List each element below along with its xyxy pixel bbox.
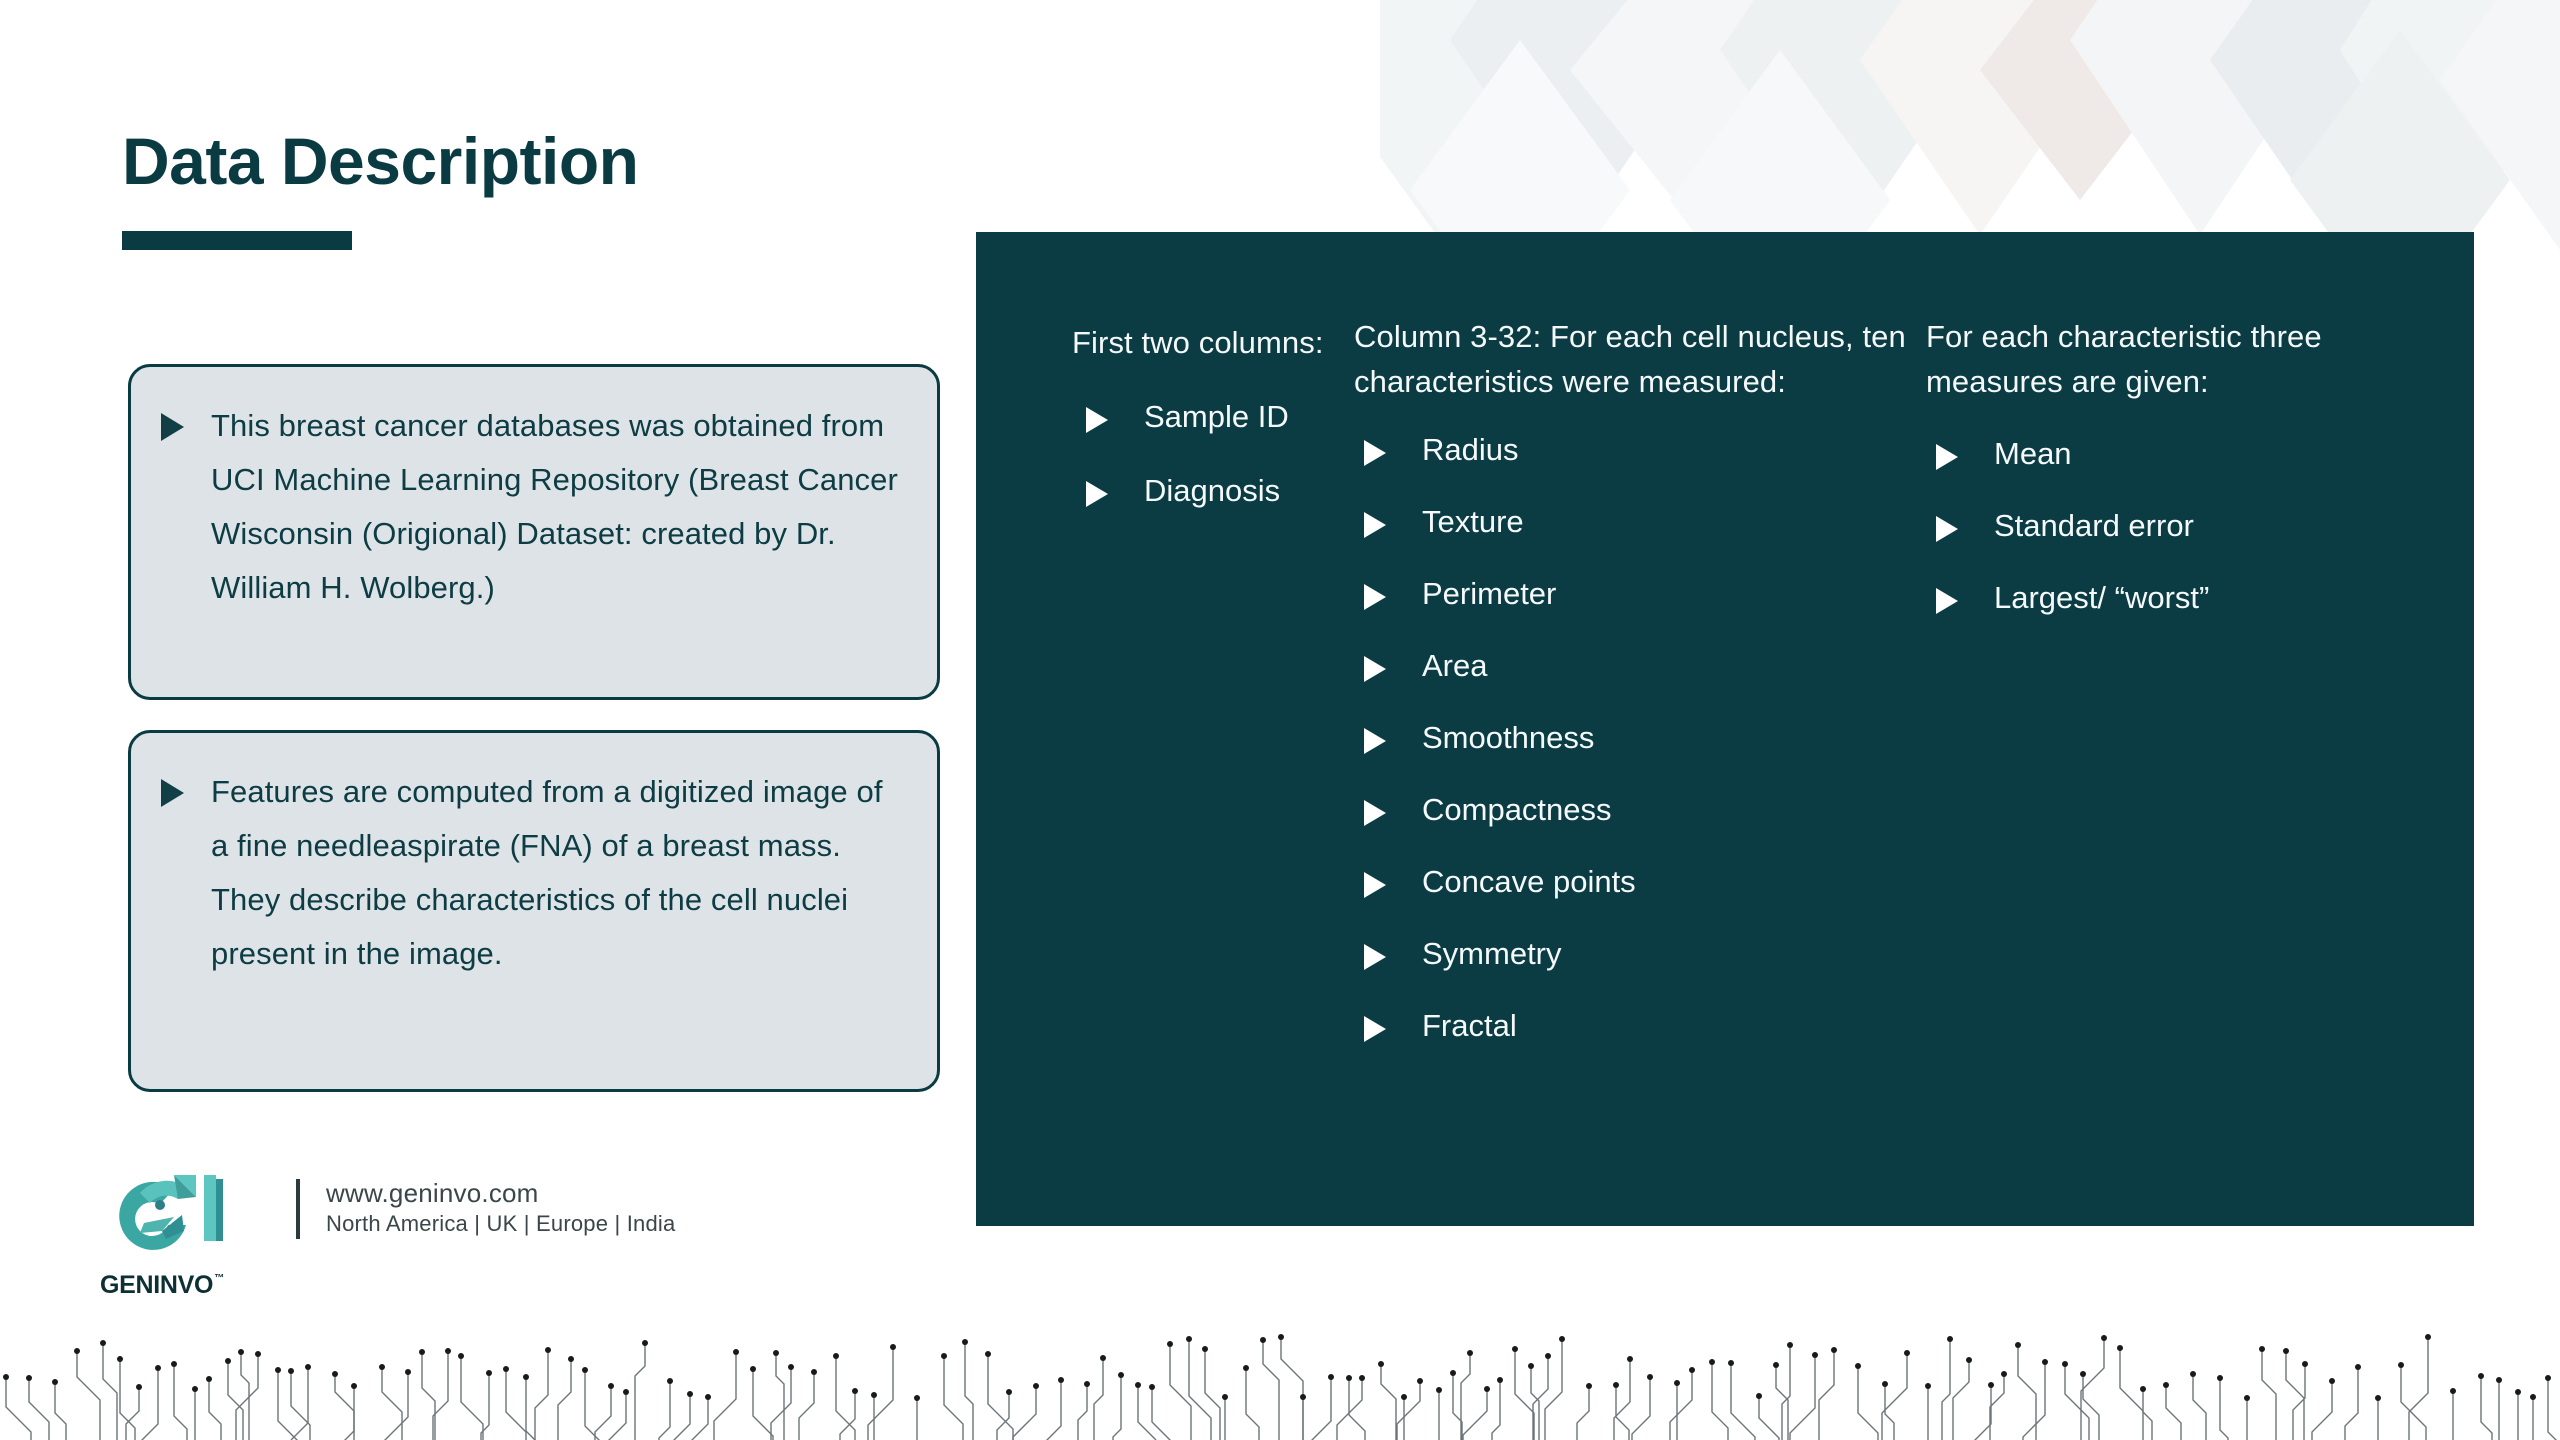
brand-wordmark-text: GENINVO xyxy=(100,1271,214,1299)
list-item: Largest/ “worst” xyxy=(1926,578,2396,650)
card-2-text: Features are computed from a digitized i… xyxy=(211,774,883,971)
list-item: Standard error xyxy=(1926,506,2396,578)
triangle-right-icon xyxy=(1086,481,1108,507)
trademark-symbol: ™ xyxy=(214,1273,224,1284)
list-item-label: Radius xyxy=(1422,432,1519,467)
list-item: Compactness xyxy=(1354,790,1926,862)
list-item: Mean xyxy=(1926,434,2396,506)
list-item-label: Smoothness xyxy=(1422,720,1595,755)
list-item: Fractal xyxy=(1354,1006,1926,1078)
info-card-1: This breast cancer databases was obtaine… xyxy=(128,364,940,700)
list-item-label: Compactness xyxy=(1422,792,1612,827)
triangle-right-icon xyxy=(1364,800,1386,826)
panel-column-measures: For each characteristic three measures a… xyxy=(1926,314,2396,1226)
list-item: Perimeter xyxy=(1354,574,1926,646)
column-2-heading: Column 3-32: For each cell nucleus, ten … xyxy=(1354,319,1906,399)
footer: GENINVO ™ www.geninvo.com North America … xyxy=(100,1173,675,1300)
footer-divider xyxy=(296,1179,300,1239)
list-item: Symmetry xyxy=(1354,934,1926,1006)
triangle-right-icon xyxy=(1936,588,1958,614)
card-2-bullet xyxy=(161,765,211,1059)
list-item: Concave points xyxy=(1354,862,1926,934)
triangle-right-icon xyxy=(1364,440,1386,466)
card-1-bullet xyxy=(161,399,211,667)
triangle-right-icon xyxy=(1364,728,1386,754)
footer-text-block: www.geninvo.com North America | UK | Eur… xyxy=(326,1173,675,1239)
triangle-right-icon xyxy=(1364,584,1386,610)
list-item-label: Perimeter xyxy=(1422,576,1557,611)
triangle-right-icon xyxy=(1086,407,1108,433)
geninvo-logo-icon xyxy=(119,1175,223,1250)
list-item-label: Mean xyxy=(1994,436,2072,471)
triangle-right-icon xyxy=(1364,944,1386,970)
list-item-label: Standard error xyxy=(1994,508,2194,543)
title-underline-rule xyxy=(122,231,352,250)
card-1-text: This breast cancer databases was obtaine… xyxy=(211,408,898,605)
dark-content-panel: First two columns: Sample ID Diagnosis C… xyxy=(976,232,2474,1226)
triangle-right-icon xyxy=(1364,872,1386,898)
list-item-label: Symmetry xyxy=(1422,936,1562,971)
list-item-label: Area xyxy=(1422,648,1488,683)
list-item: Texture xyxy=(1354,502,1926,574)
column-2-list: Radius Texture Perimeter Area Smoothness… xyxy=(1354,430,1926,1078)
website-url[interactable]: www.geninvo.com xyxy=(326,1178,539,1208)
column-1-list: Sample ID Diagnosis xyxy=(1072,397,1354,545)
brand-wordmark: GENINVO ™ xyxy=(100,1271,234,1300)
list-item: Smoothness xyxy=(1354,718,1926,790)
decorative-diamond-pattern xyxy=(1380,0,2560,250)
column-1-heading: First two columns: xyxy=(1072,325,1324,360)
list-item: Radius xyxy=(1354,430,1926,502)
list-item-label: Diagnosis xyxy=(1144,473,1281,508)
triangle-right-icon xyxy=(1364,512,1386,538)
panel-column-characteristics: Column 3-32: For each cell nucleus, ten … xyxy=(1354,314,1926,1226)
panel-column-first-two-columns: First two columns: Sample ID Diagnosis xyxy=(976,314,1354,1226)
regions-list: North America | UK | Europe | India xyxy=(326,1211,676,1236)
column-3-heading: For each characteristic three measures a… xyxy=(1926,319,2322,399)
triangle-right-icon xyxy=(1364,1016,1386,1042)
column-3-list: Mean Standard error Largest/ “worst” xyxy=(1926,434,2396,650)
list-item-label: Texture xyxy=(1422,504,1524,539)
triangle-right-icon xyxy=(1936,444,1958,470)
triangle-right-icon xyxy=(1364,656,1386,682)
list-item-label: Fractal xyxy=(1422,1008,1517,1043)
list-item-label: Largest/ “worst” xyxy=(1994,580,2210,615)
list-item-label: Concave points xyxy=(1422,864,1636,899)
list-item: Area xyxy=(1354,646,1926,718)
list-item: Sample ID xyxy=(1072,397,1354,471)
page-title: Data Description xyxy=(122,124,639,198)
brand-logo: GENINVO ™ xyxy=(100,1173,234,1300)
list-item: Diagnosis xyxy=(1072,471,1354,545)
title-block: Data Description xyxy=(122,124,639,250)
triangle-right-icon xyxy=(161,413,184,441)
circuit-pattern-decoration xyxy=(3,1334,2560,1440)
info-card-2: Features are computed from a digitized i… xyxy=(128,730,940,1092)
list-item-label: Sample ID xyxy=(1144,399,1289,434)
triangle-right-icon xyxy=(161,779,184,807)
triangle-right-icon xyxy=(1936,516,1958,542)
